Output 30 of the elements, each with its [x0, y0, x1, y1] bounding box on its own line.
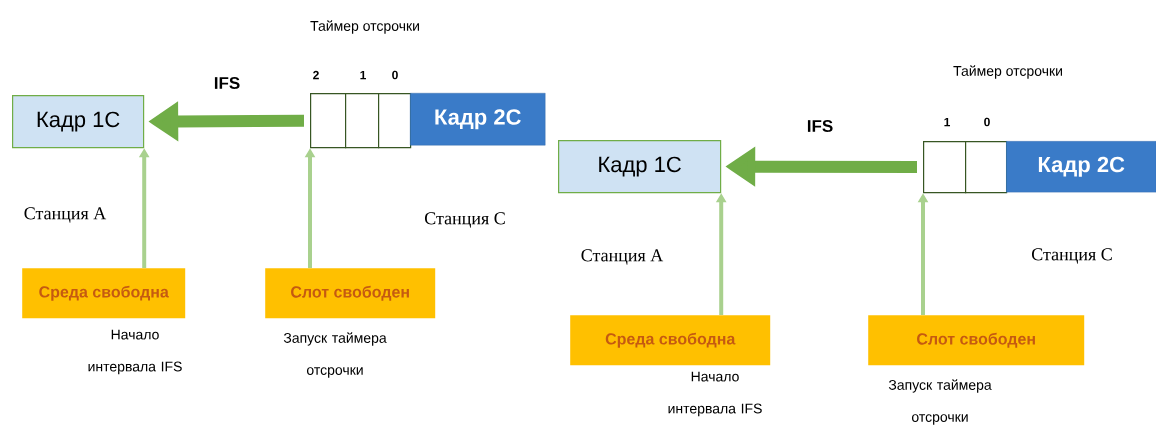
node-label: Начало интервала IFS: [88, 329, 182, 375]
timer-slot: [965, 141, 1008, 194]
timer-label: Таймер отсрочки: [953, 65, 1062, 79]
station-label: Станция А: [581, 249, 664, 265]
node-label: Запуск таймера отсрочки: [888, 379, 992, 425]
status-box: Среда свободна: [22, 268, 186, 319]
status-box: Слот свободен: [265, 268, 436, 319]
slot-number: 1: [944, 117, 950, 127]
slot-number: 0: [984, 117, 990, 127]
timer-label: Таймер отсрочки: [310, 20, 419, 34]
status-box: Среда свободна: [570, 315, 771, 366]
timer-slot: [345, 93, 380, 149]
frame-box: Кадр 1С: [558, 140, 722, 194]
frame-box: Кадр 1С: [12, 95, 145, 149]
timer-slot: [923, 141, 967, 194]
slot-number: 1: [360, 70, 366, 80]
node-label: Начало интервала IFS: [668, 371, 762, 417]
station-label: Станция С: [425, 212, 505, 228]
status-box: Слот свободен: [868, 315, 1085, 366]
timer-slot: [378, 93, 412, 149]
frame-box: Кадр 2С: [410, 93, 546, 146]
frame-box: Кадр 2С: [1006, 141, 1156, 193]
station-label: Станция А: [24, 207, 107, 223]
timer-slot: [310, 93, 347, 149]
station-label: Станция С: [1032, 248, 1112, 264]
node-label: Запуск таймера отсрочки: [283, 332, 387, 378]
slot-number: 0: [392, 70, 398, 80]
edge-label: IFS: [805, 119, 835, 133]
slot-number: 2: [313, 70, 319, 80]
edge-label: IFS: [212, 76, 242, 90]
